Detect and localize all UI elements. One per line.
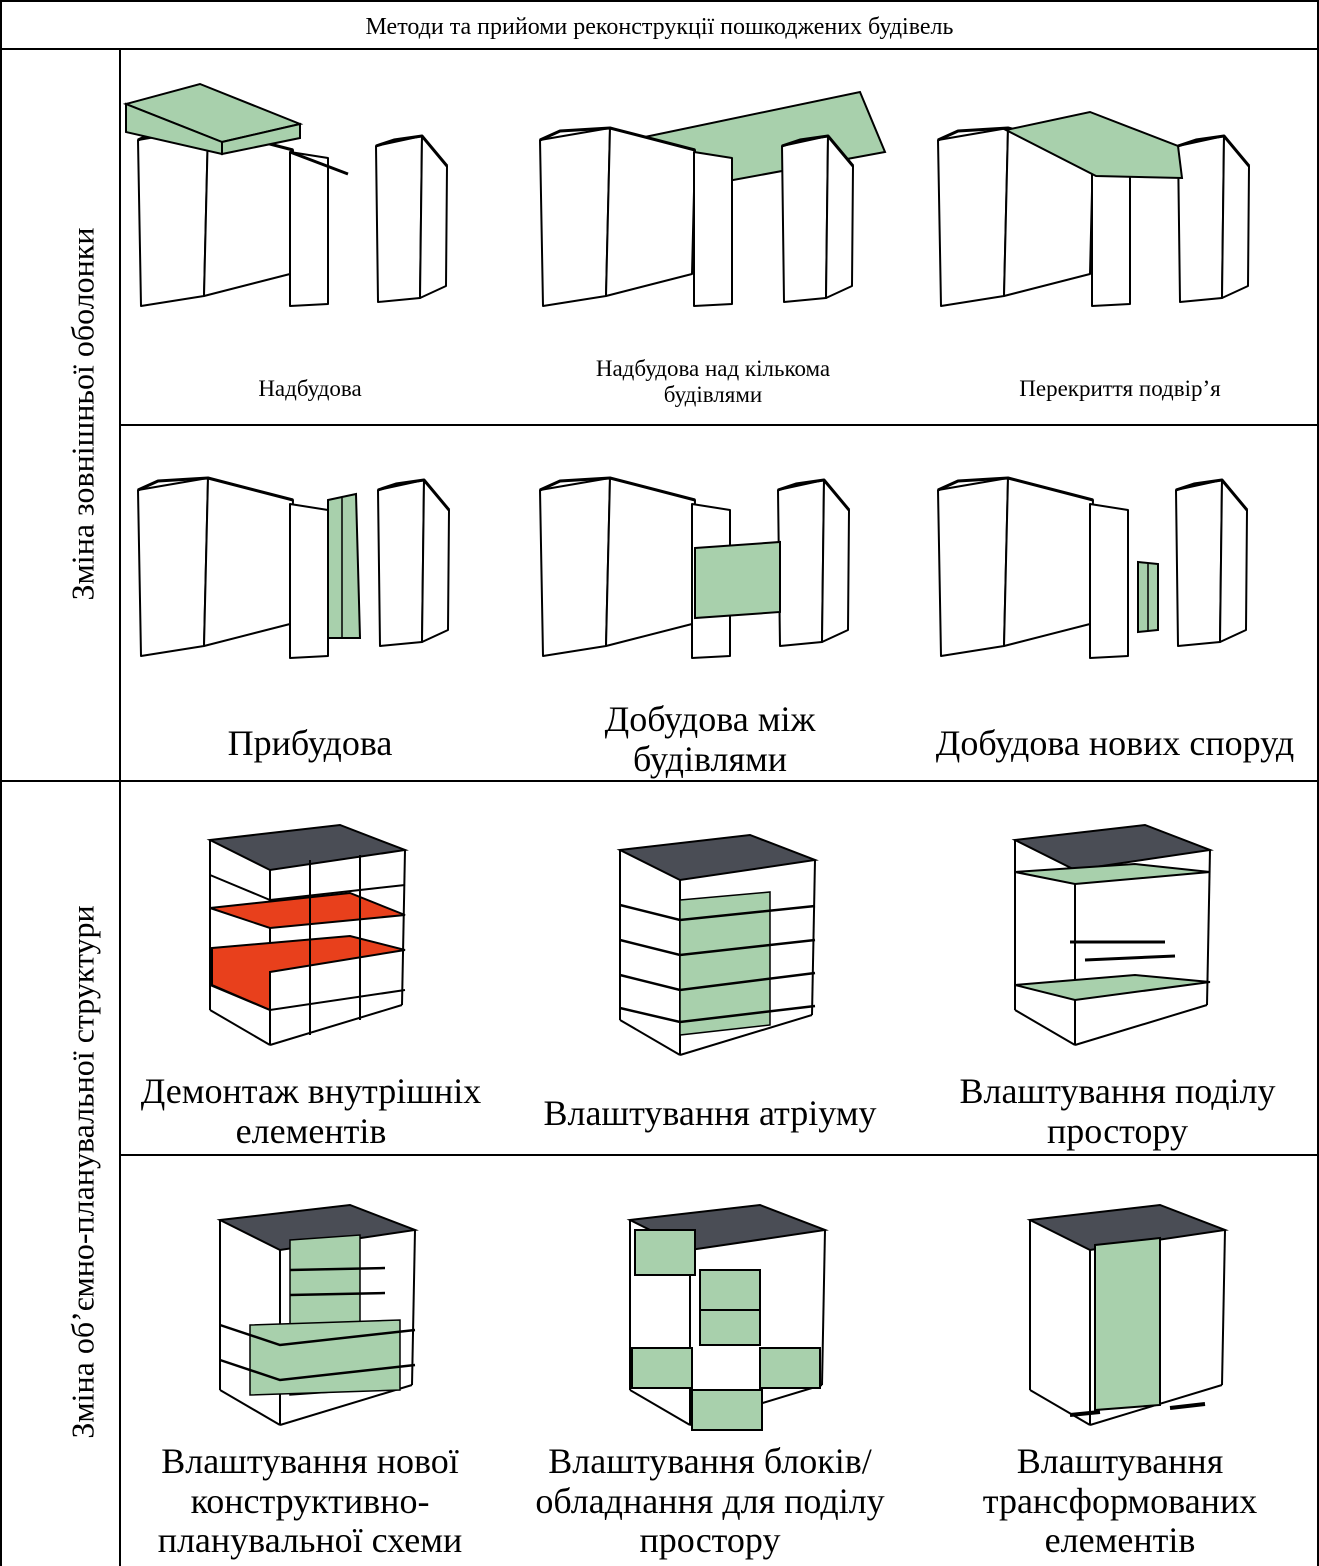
caption-atrium: Влаштування атріуму [543,1093,877,1133]
section-divider [0,780,1319,782]
illustration-nova-skhema [219,1180,440,1430]
illustration-dobudova-mizh [530,470,920,670]
table-title: Методи та прийоми реконструкції пошкодже… [365,14,954,40]
label-column-divider [119,48,121,1566]
table-border-left [0,0,2,1566]
section-label-interior: Зміна об’ємно-планувальної структури [64,905,101,1439]
caption-perekryttia: Перекриття подвір’я [1019,376,1221,401]
caption-podil-prostoru: Влаштування поділу простору [959,1071,1276,1151]
illustration-demontazh [209,800,420,1050]
table-border-right [1317,0,1319,1566]
row-divider-3 [119,1154,1319,1156]
caption-transformovani: Влаштування трансформованих елементів [982,1441,1258,1561]
caption-dobudova-novykh: Добудова нових споруд [935,723,1295,763]
illustration-nadbudova [122,80,522,320]
table-border-top [0,0,1319,2]
caption-nova-skhema: Влаштування нової конструктивно-планувал… [157,1441,463,1561]
illustration-podil [1014,800,1235,1050]
caption-nadbudova-kilkoma: Надбудова над кількома будівлями [595,356,831,407]
caption-bloky: Влаштування блоків/обладнання для поділу… [535,1441,885,1561]
illustration-nadbudova-kilkoma [530,90,920,330]
title-divider [0,48,1319,50]
caption-dobudova-mizh: Добудова між будівлями [604,699,816,779]
illustration-bloky [629,1180,850,1440]
section-label-exterior: Зміна зовнішньої оболонки [64,227,101,601]
illustration-perekryttia [930,90,1319,330]
illustration-dobudova-novykh [930,470,1319,670]
illustration-transformovani [1029,1180,1250,1440]
row-divider-1 [119,424,1319,426]
caption-prybudova: Прибудова [227,723,393,763]
illustration-prybudova [130,470,510,670]
illustration-atrium [619,810,840,1060]
caption-nadbudova: Надбудова [258,376,362,401]
caption-demontazh: Демонтаж внутрішніх елементів [140,1071,482,1151]
